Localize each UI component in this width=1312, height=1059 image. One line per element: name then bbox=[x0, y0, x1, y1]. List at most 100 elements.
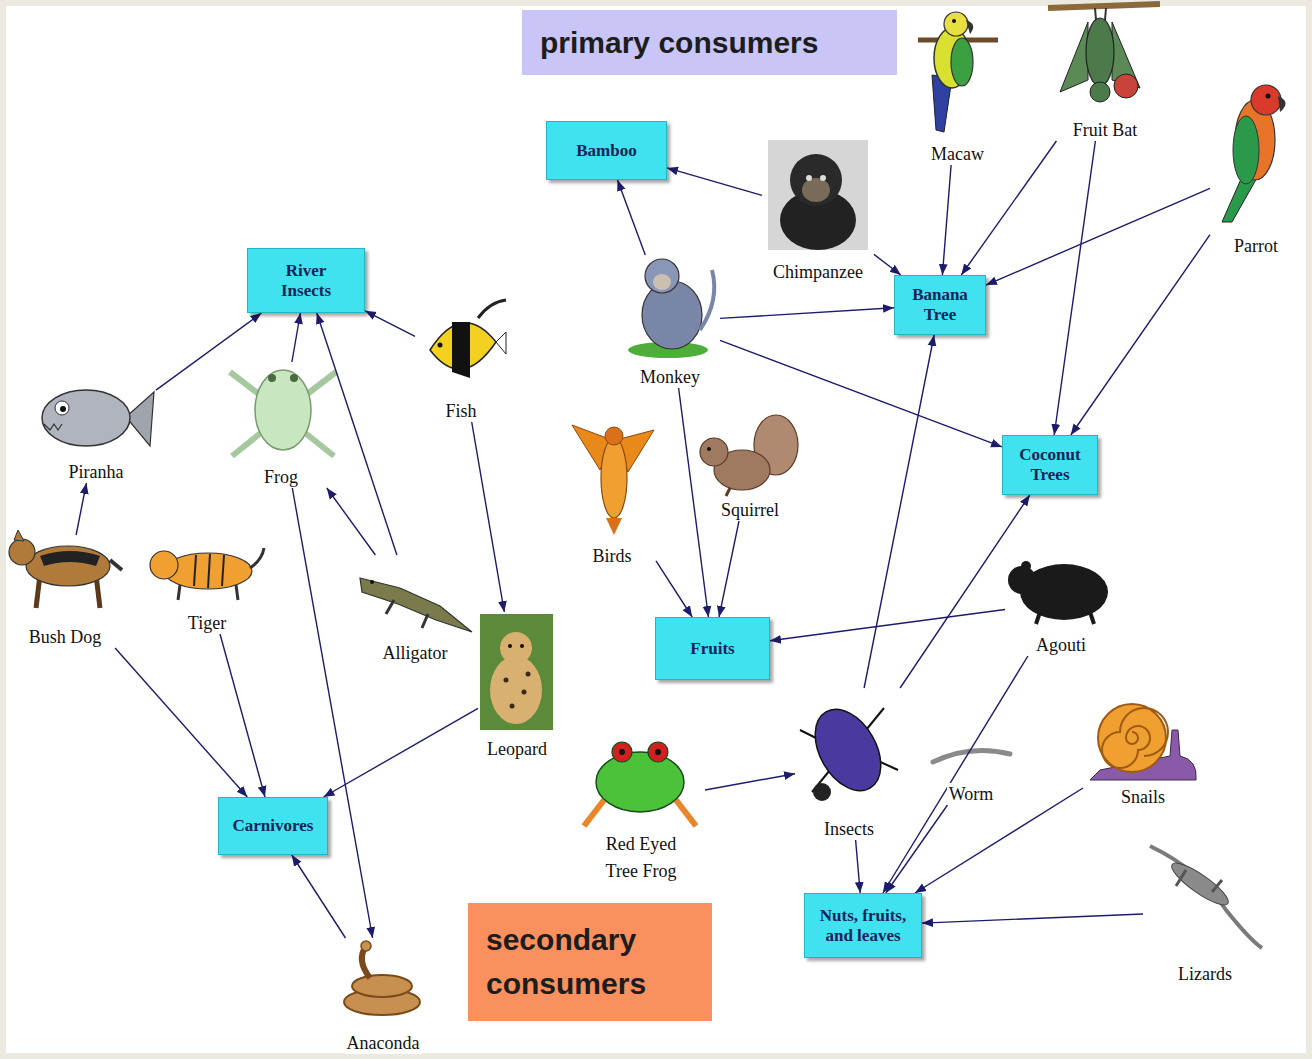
fruit-bat-picture-part bbox=[1060, 22, 1088, 92]
chimpanzee-picture-part bbox=[820, 175, 826, 181]
monkey-picture-part bbox=[642, 281, 702, 349]
animal-name: Tiger bbox=[186, 612, 228, 634]
piranha-picture-part bbox=[60, 406, 66, 412]
squirrel-picture-part bbox=[726, 488, 730, 496]
feeding-arrow bbox=[317, 313, 397, 555]
parrot-picture-part bbox=[1266, 94, 1271, 99]
worm-picture bbox=[933, 750, 1010, 762]
animal-node: Macaw bbox=[905, 4, 1010, 165]
food-box: Banana Tree bbox=[894, 275, 986, 335]
animal-node: Monkey bbox=[620, 255, 720, 388]
animal-node: Parrot bbox=[1210, 80, 1302, 257]
alligator-picture-part bbox=[370, 580, 374, 584]
red-eyed-tree-frog-picture-part bbox=[676, 800, 696, 826]
alligator-picture bbox=[360, 578, 472, 632]
animal-node: Lizards bbox=[1143, 838, 1267, 985]
frog-picture-part bbox=[306, 372, 336, 395]
animal-name: Anaconda bbox=[345, 1032, 422, 1054]
red-eyed-tree-frog-picture-part bbox=[655, 749, 661, 755]
bush-dog-picture bbox=[9, 530, 122, 608]
trophic-level-box: secondary consumers bbox=[468, 903, 712, 1021]
animal-name: Leopard bbox=[485, 738, 549, 760]
tiger-picture-part bbox=[236, 585, 238, 600]
chimpanzee-picture-part bbox=[802, 178, 830, 202]
feeding-arrow bbox=[618, 180, 646, 255]
lizard-picture-part bbox=[1212, 880, 1222, 892]
feeding-arrow bbox=[900, 495, 1030, 688]
agouti-picture-part bbox=[1090, 612, 1094, 624]
fish-picture-part bbox=[496, 332, 506, 354]
feeding-arrow bbox=[705, 774, 795, 790]
alligator-picture-part bbox=[386, 600, 394, 614]
parrot-picture-part bbox=[1278, 96, 1286, 112]
animal-name: Lizards bbox=[1176, 963, 1234, 985]
fish-picture-part bbox=[478, 300, 506, 318]
frog-picture-part bbox=[304, 432, 334, 456]
squirrel-picture bbox=[700, 415, 798, 496]
fruit-bat-picture-part bbox=[1090, 82, 1110, 102]
feeding-arrow bbox=[472, 422, 505, 612]
worm-picture-part bbox=[933, 750, 1010, 762]
animal-name: Snails bbox=[1119, 786, 1167, 808]
anaconda-picture-part bbox=[361, 941, 371, 951]
feeding-arrow bbox=[76, 483, 86, 535]
frog-picture-part bbox=[230, 372, 260, 395]
chimpanzee-picture-part bbox=[806, 175, 812, 181]
animal-name: Macaw bbox=[929, 143, 986, 165]
animal-node: Insects bbox=[795, 688, 903, 840]
feeding-arrow bbox=[770, 610, 1005, 641]
animal-node: Leopard bbox=[478, 612, 556, 760]
parrot-picture-part bbox=[1233, 116, 1259, 184]
food-name: Nuts, fruits, and leaves bbox=[813, 906, 913, 946]
snail-picture-part bbox=[1098, 704, 1166, 772]
feeding-arrow bbox=[667, 168, 762, 195]
tiger-picture bbox=[150, 548, 264, 600]
food-box: River Insects bbox=[247, 248, 365, 313]
trophic-level-label: secondary consumers bbox=[486, 918, 694, 1006]
parrot-picture-part bbox=[1251, 85, 1281, 115]
leopard-picture-part bbox=[508, 644, 512, 648]
feeding-arrow bbox=[942, 165, 951, 275]
tiger-picture-part bbox=[250, 548, 264, 568]
animal-name: Red Eyed Tree Frog bbox=[593, 831, 689, 885]
frog-picture bbox=[230, 370, 336, 456]
chimpanzee-picture-part bbox=[790, 154, 842, 206]
macaw-picture-part bbox=[944, 12, 968, 36]
monkey-picture-part bbox=[645, 259, 679, 293]
animal-name: Squirrel bbox=[719, 499, 781, 521]
feeding-arrow bbox=[874, 254, 901, 275]
piranha-picture-part bbox=[42, 390, 130, 446]
leopard-picture-part bbox=[510, 704, 515, 709]
feeding-arrow bbox=[864, 335, 934, 688]
bush-dog-picture-part bbox=[9, 539, 35, 565]
anaconda-picture bbox=[344, 941, 420, 1015]
bush-dog-picture-part bbox=[14, 530, 24, 541]
food-name: Bamboo bbox=[576, 141, 636, 161]
fruit-bat-picture-part bbox=[1095, 8, 1096, 20]
lizard-picture-part bbox=[1176, 870, 1186, 886]
agouti-picture-part bbox=[1036, 612, 1040, 624]
feeding-arrow bbox=[915, 788, 1083, 893]
feeding-arrow bbox=[720, 308, 894, 319]
animal-name: Insects bbox=[822, 818, 876, 840]
animal-name: Agouti bbox=[1034, 634, 1088, 656]
animal-name: Birds bbox=[590, 545, 633, 567]
lizard-picture-part bbox=[1150, 846, 1262, 948]
fish-picture-part bbox=[452, 322, 470, 378]
food-box: Bamboo bbox=[546, 121, 667, 180]
feeding-arrow bbox=[856, 840, 861, 893]
fruit-bat-picture-part bbox=[1086, 18, 1114, 86]
animal-name: Monkey bbox=[638, 366, 702, 388]
agouti-picture-part bbox=[1008, 566, 1036, 594]
animal-name: Fruit Bat bbox=[1071, 119, 1140, 141]
red-eyed-tree-frog-picture bbox=[584, 742, 696, 826]
animal-node: Piranha bbox=[36, 385, 156, 483]
animal-node: Frog bbox=[222, 362, 340, 488]
fish-picture bbox=[430, 300, 506, 378]
lizard-picture bbox=[1150, 846, 1262, 948]
red-eyed-tree-frog-picture-part bbox=[584, 800, 604, 826]
animal-node: Red Eyed Tree Frog bbox=[577, 718, 705, 885]
red-eyed-tree-frog-picture-part bbox=[619, 749, 625, 755]
animal-node: Tiger bbox=[146, 540, 268, 634]
